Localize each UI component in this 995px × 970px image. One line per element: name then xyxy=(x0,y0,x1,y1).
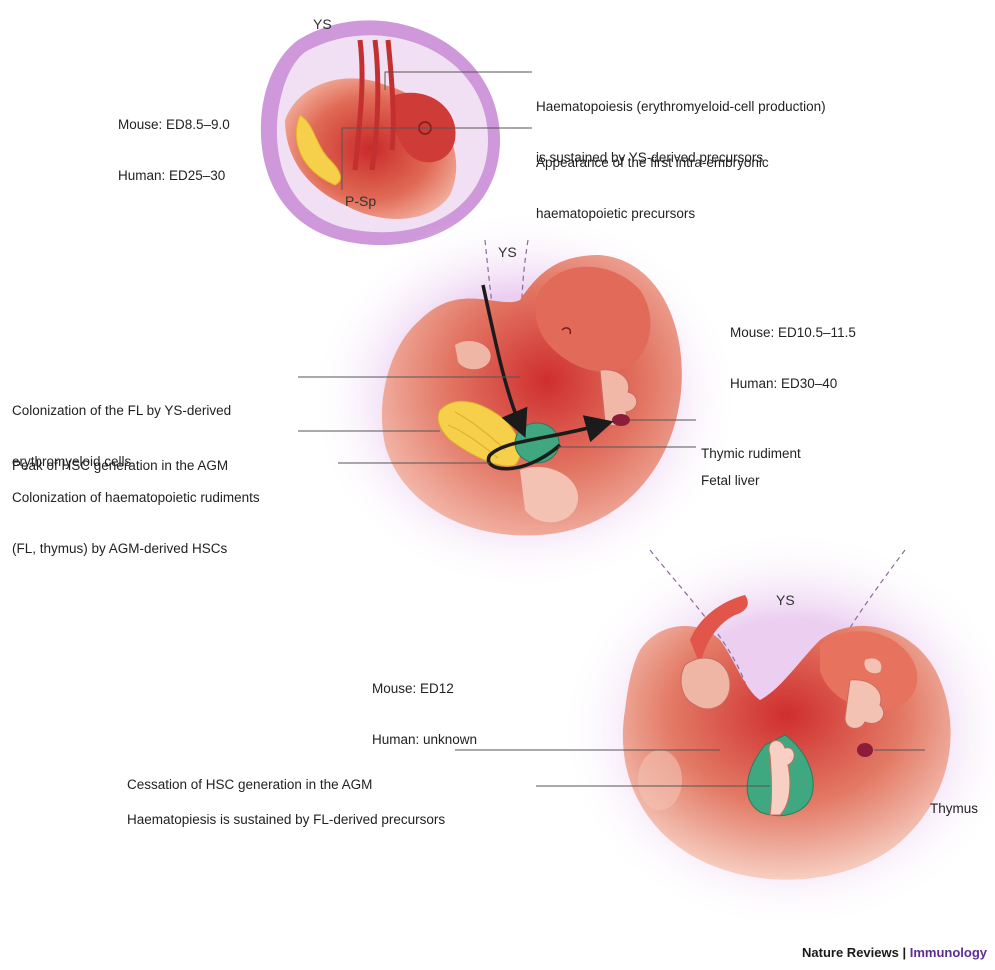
panel-1-embryo xyxy=(261,20,500,245)
callout-line: (FL, thymus) by AGM-derived HSCs xyxy=(12,540,260,557)
panel-2-stage: Mouse: ED10.5–11.5 Human: ED30–40 xyxy=(730,290,856,409)
credit-separator: | xyxy=(899,945,910,960)
callout-line: Haematopiesis is sustained by FL-derived… xyxy=(127,811,445,828)
panel-3-callout-fl-haematopoiesis: Haematopiesis is sustained by FL-derived… xyxy=(127,777,445,845)
panel-2-stage-mouse: Mouse: ED10.5–11.5 xyxy=(730,324,856,341)
panel-3-callout-thymus: Thymus xyxy=(930,766,978,834)
callout-line: Fetal liver xyxy=(701,472,760,489)
credit-subject: Immunology xyxy=(910,945,987,960)
panel-2-ys-label: YS xyxy=(498,244,517,260)
panel-1-psp-label: P-Sp xyxy=(345,193,376,209)
panel-2-embryo xyxy=(310,210,740,590)
panel-3-stage-human: Human: unknown xyxy=(372,731,477,748)
callout-line: Thymus xyxy=(930,800,978,817)
panel-3-stage-mouse: Mouse: ED12 xyxy=(372,680,477,697)
panel-1-stage-mouse: Mouse: ED8.5–9.0 xyxy=(118,116,230,133)
panel-1-callout-first-precursors: Appearance of the first intra-embryonic … xyxy=(536,120,769,239)
panel-3-ys-label: YS xyxy=(776,592,795,608)
callout-line: Colonization of the FL by YS-derived xyxy=(12,402,231,419)
callout-line: Appearance of the first intra-embryonic xyxy=(536,154,769,171)
panel-2-callout-rudiment-colonization: Colonization of haematopoietic rudiments… xyxy=(12,455,260,574)
callout-line: Haematopoiesis (erythromyeloid-cell prod… xyxy=(536,98,826,115)
panel-1-ys-label: YS xyxy=(313,16,332,32)
callout-line: Colonization of haematopoietic rudiments xyxy=(12,489,260,506)
panel-2-stage-human: Human: ED30–40 xyxy=(730,375,856,392)
journal-credit: Nature Reviews | Immunology xyxy=(802,945,987,960)
panel-1-stage: Mouse: ED8.5–9.0 Human: ED25–30 xyxy=(118,82,230,201)
callout-line: haematopoietic precursors xyxy=(536,205,769,222)
panel-3-embryo xyxy=(560,530,995,930)
panel-2-callout-fetal-liver: Fetal liver xyxy=(701,438,760,506)
panel-3-stage: Mouse: ED12 Human: unknown xyxy=(372,646,477,765)
thymus-3 xyxy=(857,743,873,757)
credit-journal: Nature Reviews xyxy=(802,945,899,960)
thymic-rudiment-2 xyxy=(612,414,630,426)
panel-1-stage-human: Human: ED25–30 xyxy=(118,167,230,184)
leg-3 xyxy=(638,750,682,810)
